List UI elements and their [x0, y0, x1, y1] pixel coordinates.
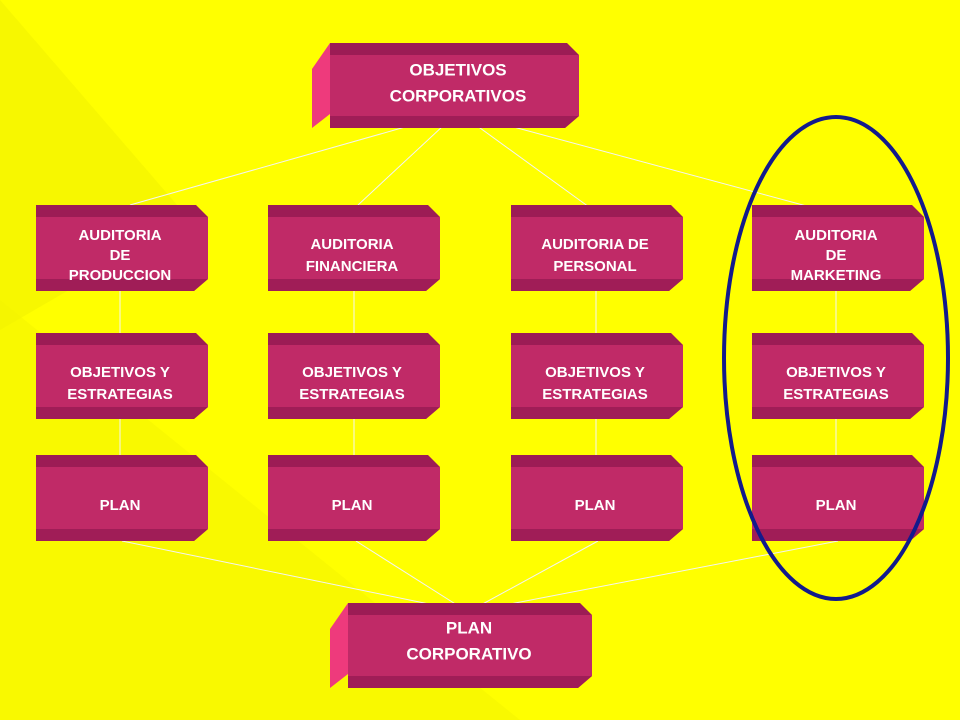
highlight-layer	[722, 115, 950, 601]
diagram-boxes: OBJETIVOS CORPORATIVOS AUDITORIA DE PRODUCCI…	[36, 43, 924, 688]
column-3-plan-box-label-line: PLAN	[816, 497, 857, 514]
top-box-objetivos-corporativos-top-face	[330, 43, 579, 55]
column-3-objectives-box-front-face	[752, 345, 924, 419]
column-1-audit-box-label-line: FINANCIERA	[306, 258, 399, 275]
column-3-objectives-box-top-face	[752, 333, 924, 345]
column-1-objectives-box-label-line: OBJETIVOS Y	[302, 364, 402, 381]
column-3-plan-box-front-face	[752, 467, 924, 541]
column-0-objectives-box-top-face	[36, 333, 208, 345]
column-2-plan-box-top-face	[511, 455, 683, 467]
top-box-objetivos-corporativos-label-line: OBJETIVOS	[409, 60, 506, 79]
column-0-audit-box-front-face	[36, 217, 208, 291]
column-3-audit-box: AUDITORIA DE MARKETING	[752, 205, 924, 291]
column-0-audit-box-label-line: AUDITORIA	[78, 227, 161, 244]
column-1-objectives-box-bottom-face	[268, 407, 440, 419]
connector-lines	[119, 111, 841, 613]
column-2-audit-box-top-face	[511, 205, 683, 217]
column-2-objectives-box-label-line: OBJETIVOS Y	[545, 364, 645, 381]
column-3-objectives-box-label-line: ESTRATEGIAS	[783, 386, 889, 403]
column-1-audit-box-front-face	[268, 217, 440, 291]
column-2-plan-box-label-line: PLAN	[575, 497, 616, 514]
column-1-objectives-box-top-face	[268, 333, 440, 345]
column-0-objectives-box-bottom-face	[36, 407, 208, 419]
column-0-audit-box-label-line: DE	[110, 247, 131, 264]
column-3-objectives-box-label-line: OBJETIVOS Y	[786, 364, 886, 381]
top-box-objetivos-corporativos-side-face	[312, 43, 330, 128]
column-0-plan-box-bottom-face	[36, 529, 208, 541]
top-box-objetivos-corporativos-bottom-face	[330, 116, 579, 128]
column-1-audit-box-top-face	[268, 205, 440, 217]
bottom-box-plan-corporativo-bottom-face	[348, 676, 592, 688]
column-0-plan-box-top-face	[36, 455, 208, 467]
highlight-ellipse	[722, 115, 950, 601]
column-0-plan-box: PLAN	[36, 455, 208, 541]
column-2-objectives-box: OBJETIVOS Y ESTRATEGIAS	[511, 333, 683, 419]
column-1-plan-box-bottom-face	[268, 529, 440, 541]
column-0-audit-box-bottom-face	[36, 279, 208, 291]
column-0-audit-box-top-face	[36, 205, 208, 217]
bottom-box-plan-corporativo-front-face	[348, 615, 592, 688]
column-0-objectives-box-front-face	[36, 345, 208, 419]
column-0-objectives-box-label-line: OBJETIVOS Y	[70, 364, 170, 381]
bottom-box-plan-corporativo-label-line: CORPORATIVO	[406, 644, 531, 663]
column-0-audit-box: AUDITORIA DE PRODUCCION	[36, 205, 208, 291]
connector-plan-to-bottom-2	[467, 540, 599, 613]
connector-top-to-audit-3	[457, 111, 841, 216]
connector-plan-to-bottom-3	[467, 540, 839, 613]
column-2-plan-box-bottom-face	[511, 529, 683, 541]
bottom-box-plan-corporativo-label-line: PLAN	[446, 618, 492, 637]
column-3-plan-box-bottom-face	[752, 529, 924, 541]
column-1-objectives-box: OBJETIVOS Y ESTRATEGIAS	[268, 333, 440, 419]
column-3-audit-box-bottom-face	[752, 279, 924, 291]
column-2-audit-box: AUDITORIA DE PERSONAL	[511, 205, 683, 291]
column-0-plan-box-front-face	[36, 467, 208, 541]
column-1-audit-box: AUDITORIA FINANCIERA	[268, 205, 440, 291]
column-3-plan-box: PLAN	[752, 455, 924, 541]
column-2-audit-box-front-face	[511, 217, 683, 291]
column-2-audit-box-label-line: PERSONAL	[553, 258, 636, 275]
column-2-objectives-box-top-face	[511, 333, 683, 345]
column-0-audit-box-label-line: PRODUCCION	[69, 267, 172, 284]
column-0-objectives-box-label-line: ESTRATEGIAS	[67, 386, 173, 403]
column-2-objectives-box-front-face	[511, 345, 683, 419]
column-3-audit-box-top-face	[752, 205, 924, 217]
column-3-objectives-box-bottom-face	[752, 407, 924, 419]
bottom-box-plan-corporativo-top-face	[348, 603, 592, 615]
column-0-plan-box-label-line: PLAN	[100, 497, 141, 514]
column-2-audit-box-label-line: AUDITORIA DE	[541, 236, 649, 253]
column-2-plan-box: PLAN	[511, 455, 683, 541]
column-3-objectives-box: OBJETIVOS Y ESTRATEGIAS	[752, 333, 924, 419]
column-1-objectives-box-label-line: ESTRATEGIAS	[299, 386, 405, 403]
top-box-objetivos-corporativos-label-line: CORPORATIVOS	[390, 86, 527, 105]
column-1-objectives-box-front-face	[268, 345, 440, 419]
column-2-objectives-box-label-line: ESTRATEGIAS	[542, 386, 648, 403]
column-0-objectives-box: OBJETIVOS Y ESTRATEGIAS	[36, 333, 208, 419]
column-3-audit-box-label-line: AUDITORIA	[794, 227, 877, 244]
column-1-audit-box-label-line: AUDITORIA	[310, 236, 393, 253]
column-1-plan-box-label-line: PLAN	[332, 497, 373, 514]
column-1-plan-box-front-face	[268, 467, 440, 541]
column-3-audit-box-label-line: DE	[826, 247, 847, 264]
column-3-audit-box-front-face	[752, 217, 924, 291]
column-2-objectives-box-bottom-face	[511, 407, 683, 419]
top-box-objetivos-corporativos-front-face	[330, 55, 579, 128]
bottom-box-plan-corporativo: PLAN CORPORATIVO	[330, 603, 592, 688]
connector-plan-to-bottom-0	[121, 540, 469, 613]
column-3-plan-box-top-face	[752, 455, 924, 467]
column-1-plan-box-top-face	[268, 455, 440, 467]
connector-top-to-audit-2	[457, 111, 601, 216]
column-1-plan-box: PLAN	[268, 455, 440, 541]
top-box-objetivos-corporativos: OBJETIVOS CORPORATIVOS	[312, 43, 579, 128]
bottom-box-plan-corporativo-side-face	[330, 603, 348, 688]
connector-plan-to-bottom-1	[355, 540, 469, 613]
column-2-plan-box-front-face	[511, 467, 683, 541]
column-3-audit-box-label-line: MARKETING	[791, 267, 882, 284]
column-1-audit-box-bottom-face	[268, 279, 440, 291]
column-2-audit-box-bottom-face	[511, 279, 683, 291]
